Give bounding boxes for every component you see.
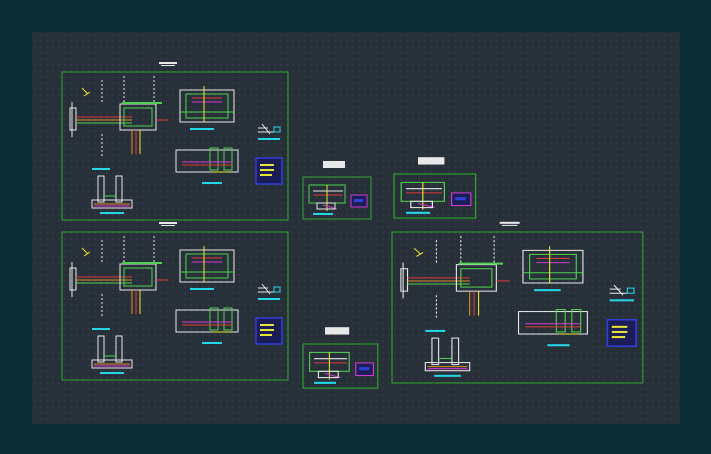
detail-sheet-bottom-left	[61, 221, 289, 381]
detail-sheet-top-left	[61, 61, 289, 221]
cad-drawing	[61, 61, 644, 389]
cad-drawing-canvas[interactable]	[32, 32, 680, 424]
detail-sheet-small-a	[302, 160, 372, 220]
detail-sheet-small-c	[302, 326, 379, 389]
detail-sheet-small-b	[393, 156, 477, 219]
detail-sheet-bottom-right	[391, 220, 644, 384]
